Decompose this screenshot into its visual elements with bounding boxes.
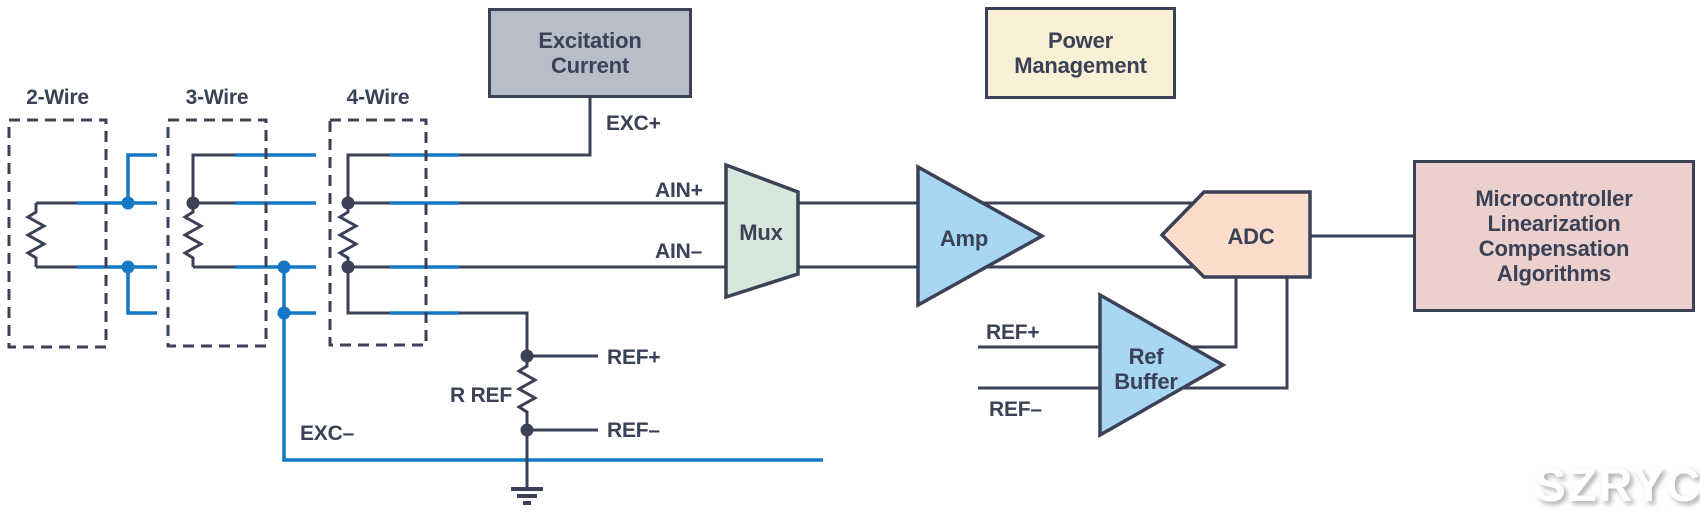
excitation-current-block: Excitation Current <box>488 8 692 98</box>
mux-shape <box>724 162 800 300</box>
label-4-wire: 4-Wire <box>346 85 410 109</box>
microcontroller-block: Microcontroller Linearization Compensati… <box>1413 160 1695 312</box>
resistor-4wire <box>336 203 360 267</box>
label-ref-buffer-in-minus: REF– <box>989 398 1042 421</box>
label-3-wire: 3-Wire <box>185 85 249 109</box>
label-exc-minus: EXC– <box>300 422 355 445</box>
label-ain-plus: AIN+ <box>655 179 703 202</box>
amp-shape <box>916 164 1046 308</box>
navy-wires <box>36 98 1413 487</box>
label-exc-plus: EXC+ <box>606 112 661 135</box>
resistor-3wire <box>181 203 205 267</box>
sensor-option-boxes <box>7 118 428 349</box>
label-2-wire: 2-Wire <box>26 85 89 109</box>
amp-label: Amp <box>939 226 989 251</box>
label-ref-plus: REF+ <box>607 346 661 369</box>
blue-junction-dots <box>121 196 291 320</box>
resistor-2wire <box>24 203 48 267</box>
navy-junction-dots <box>186 196 534 437</box>
ref-buffer-shape <box>1098 291 1227 439</box>
mux-label: Mux <box>739 220 783 245</box>
watermark: SZRYC <box>1534 458 1700 511</box>
adc-label: ADC <box>1227 224 1275 249</box>
power-management-block: Power Management <box>985 7 1176 99</box>
label-ain-minus: AIN– <box>655 240 703 263</box>
label-ref-minus: REF– <box>607 419 660 442</box>
resistor-rref <box>515 356 539 430</box>
label-ref-buffer-in-plus: REF+ <box>986 321 1040 344</box>
box-2-wire <box>7 118 108 349</box>
adc-shape <box>1159 190 1312 279</box>
box-4-wire <box>328 118 428 347</box>
label-r-ref: R REF <box>449 384 512 407</box>
ground-icon <box>511 487 543 505</box>
ref-buffer-label: Ref Buffer <box>1114 344 1178 394</box>
